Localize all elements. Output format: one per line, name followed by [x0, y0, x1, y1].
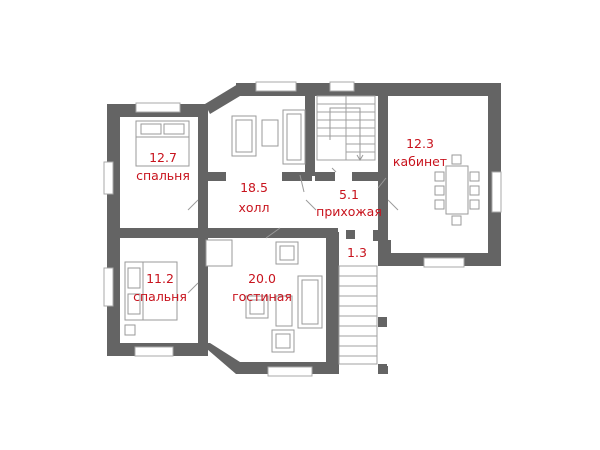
bed-icon-bedroom-1: [135, 120, 190, 167]
room-name: спальня: [136, 168, 190, 183]
entrance-staircase: [338, 265, 388, 374]
dining-table-icon-study: [434, 154, 480, 226]
upper-staircase: [316, 95, 376, 161]
room-label-bedroom-2: 11.2 спальня: [133, 271, 187, 304]
room-label-bedroom-1: 12.7 спальня: [136, 150, 190, 183]
room-area: 11.2: [146, 271, 174, 286]
doors: [187, 167, 399, 294]
sofa-icon-hall: [231, 109, 306, 165]
room-area: 5.1: [339, 187, 359, 202]
room-area: 1.3: [347, 245, 367, 260]
room-area: 12.3: [406, 136, 434, 151]
bed-icon-bedroom-2: [124, 261, 178, 336]
room-name: гостиная: [232, 289, 292, 304]
room-name: кабинет: [393, 154, 447, 169]
room-label-hall: 18.5 холл: [238, 180, 269, 215]
sofa-icon-living: [205, 239, 323, 353]
room-label-vestibule: 1.3: [347, 245, 367, 260]
windows: [103, 81, 502, 377]
room-label-study: 12.3 кабинет: [393, 136, 447, 169]
room-name: спальня: [133, 289, 187, 304]
room-area: 12.7: [149, 150, 177, 165]
room-label-living: 20.0 гостиная: [232, 271, 292, 304]
room-label-entrance: 5.1 прихожая: [316, 187, 382, 219]
room-name: прихожая: [316, 204, 382, 219]
room-area: 20.0: [248, 271, 276, 286]
room-name: холл: [238, 200, 269, 215]
room-area: 18.5: [240, 180, 268, 195]
